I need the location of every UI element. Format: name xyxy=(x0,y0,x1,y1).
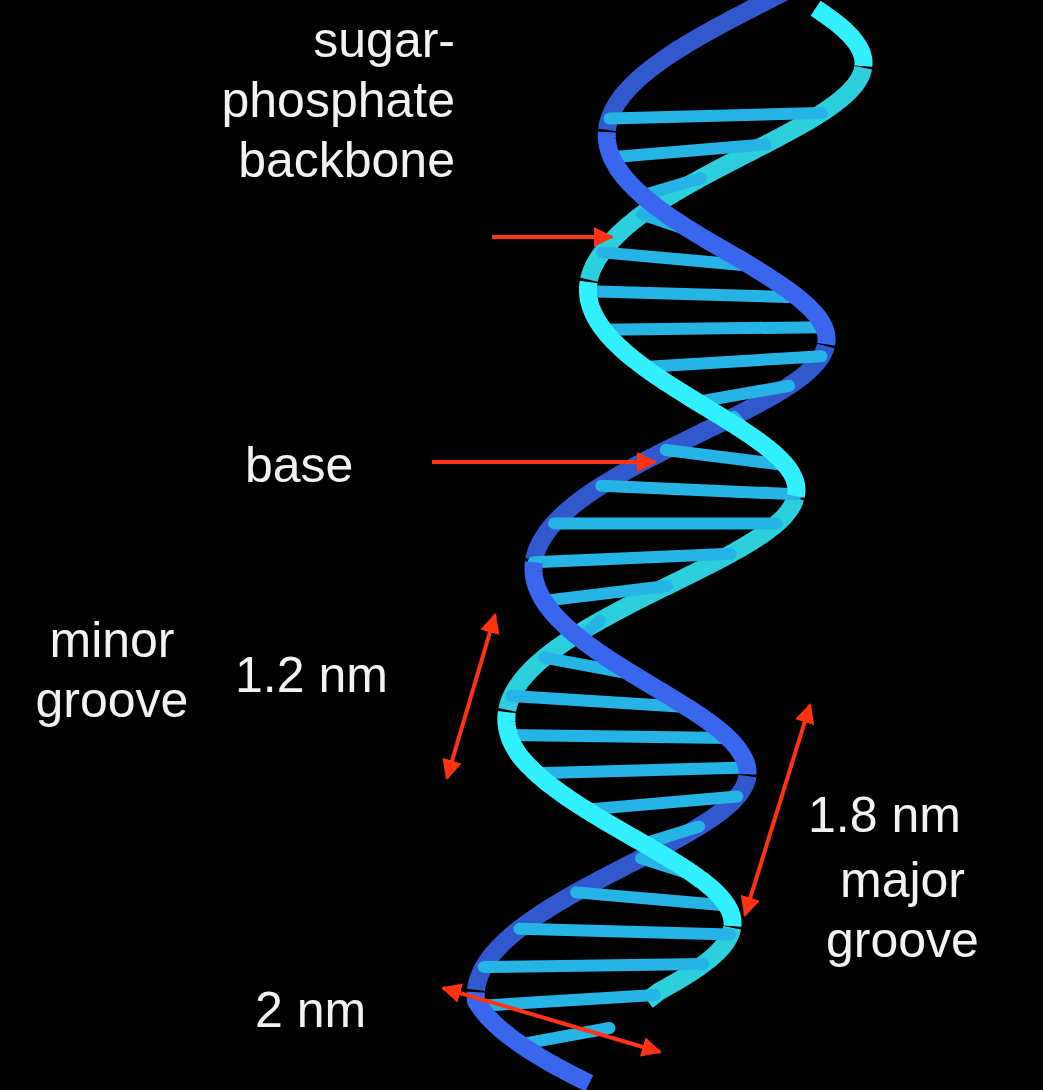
base-pair xyxy=(612,144,766,157)
base-pair xyxy=(588,291,798,297)
base-pair xyxy=(509,735,729,738)
base-pair xyxy=(544,586,667,601)
part-label: minor groove xyxy=(2,610,222,730)
dimension-arrow xyxy=(745,705,810,915)
base-pair xyxy=(604,327,824,330)
base-pair xyxy=(554,517,777,529)
base-pair xyxy=(519,929,730,935)
part-label: major groove xyxy=(790,850,1015,970)
part-label: base xyxy=(245,435,415,495)
base-pair xyxy=(697,386,789,402)
base-pair xyxy=(644,356,822,367)
base-pair xyxy=(534,554,731,562)
base-pair xyxy=(479,995,655,1006)
base-pair xyxy=(484,964,704,967)
dimension-label: 1.2 nm xyxy=(235,645,435,705)
dimension-arrow xyxy=(447,615,495,778)
base-pair xyxy=(610,113,822,118)
double-helix xyxy=(476,0,864,1083)
base-pair xyxy=(520,1028,609,1044)
dimension-arrow xyxy=(443,988,660,1052)
base-pair xyxy=(601,486,796,495)
backbone-strand xyxy=(506,712,732,926)
backbone-strand xyxy=(816,8,864,66)
backbone-strand xyxy=(476,992,590,1083)
dimension-label: 1.8 nm xyxy=(808,785,1028,845)
pointer-arrow xyxy=(432,460,655,464)
base-pair xyxy=(536,767,747,773)
base-pair xyxy=(586,797,737,810)
pointer-arrow xyxy=(492,235,612,239)
part-label: sugar-phosphate backbone xyxy=(215,10,455,190)
backbone-strand xyxy=(607,132,827,344)
backbone-strand xyxy=(533,562,747,774)
dimension-label: 2 nm xyxy=(255,980,425,1040)
base-pair xyxy=(576,892,727,905)
